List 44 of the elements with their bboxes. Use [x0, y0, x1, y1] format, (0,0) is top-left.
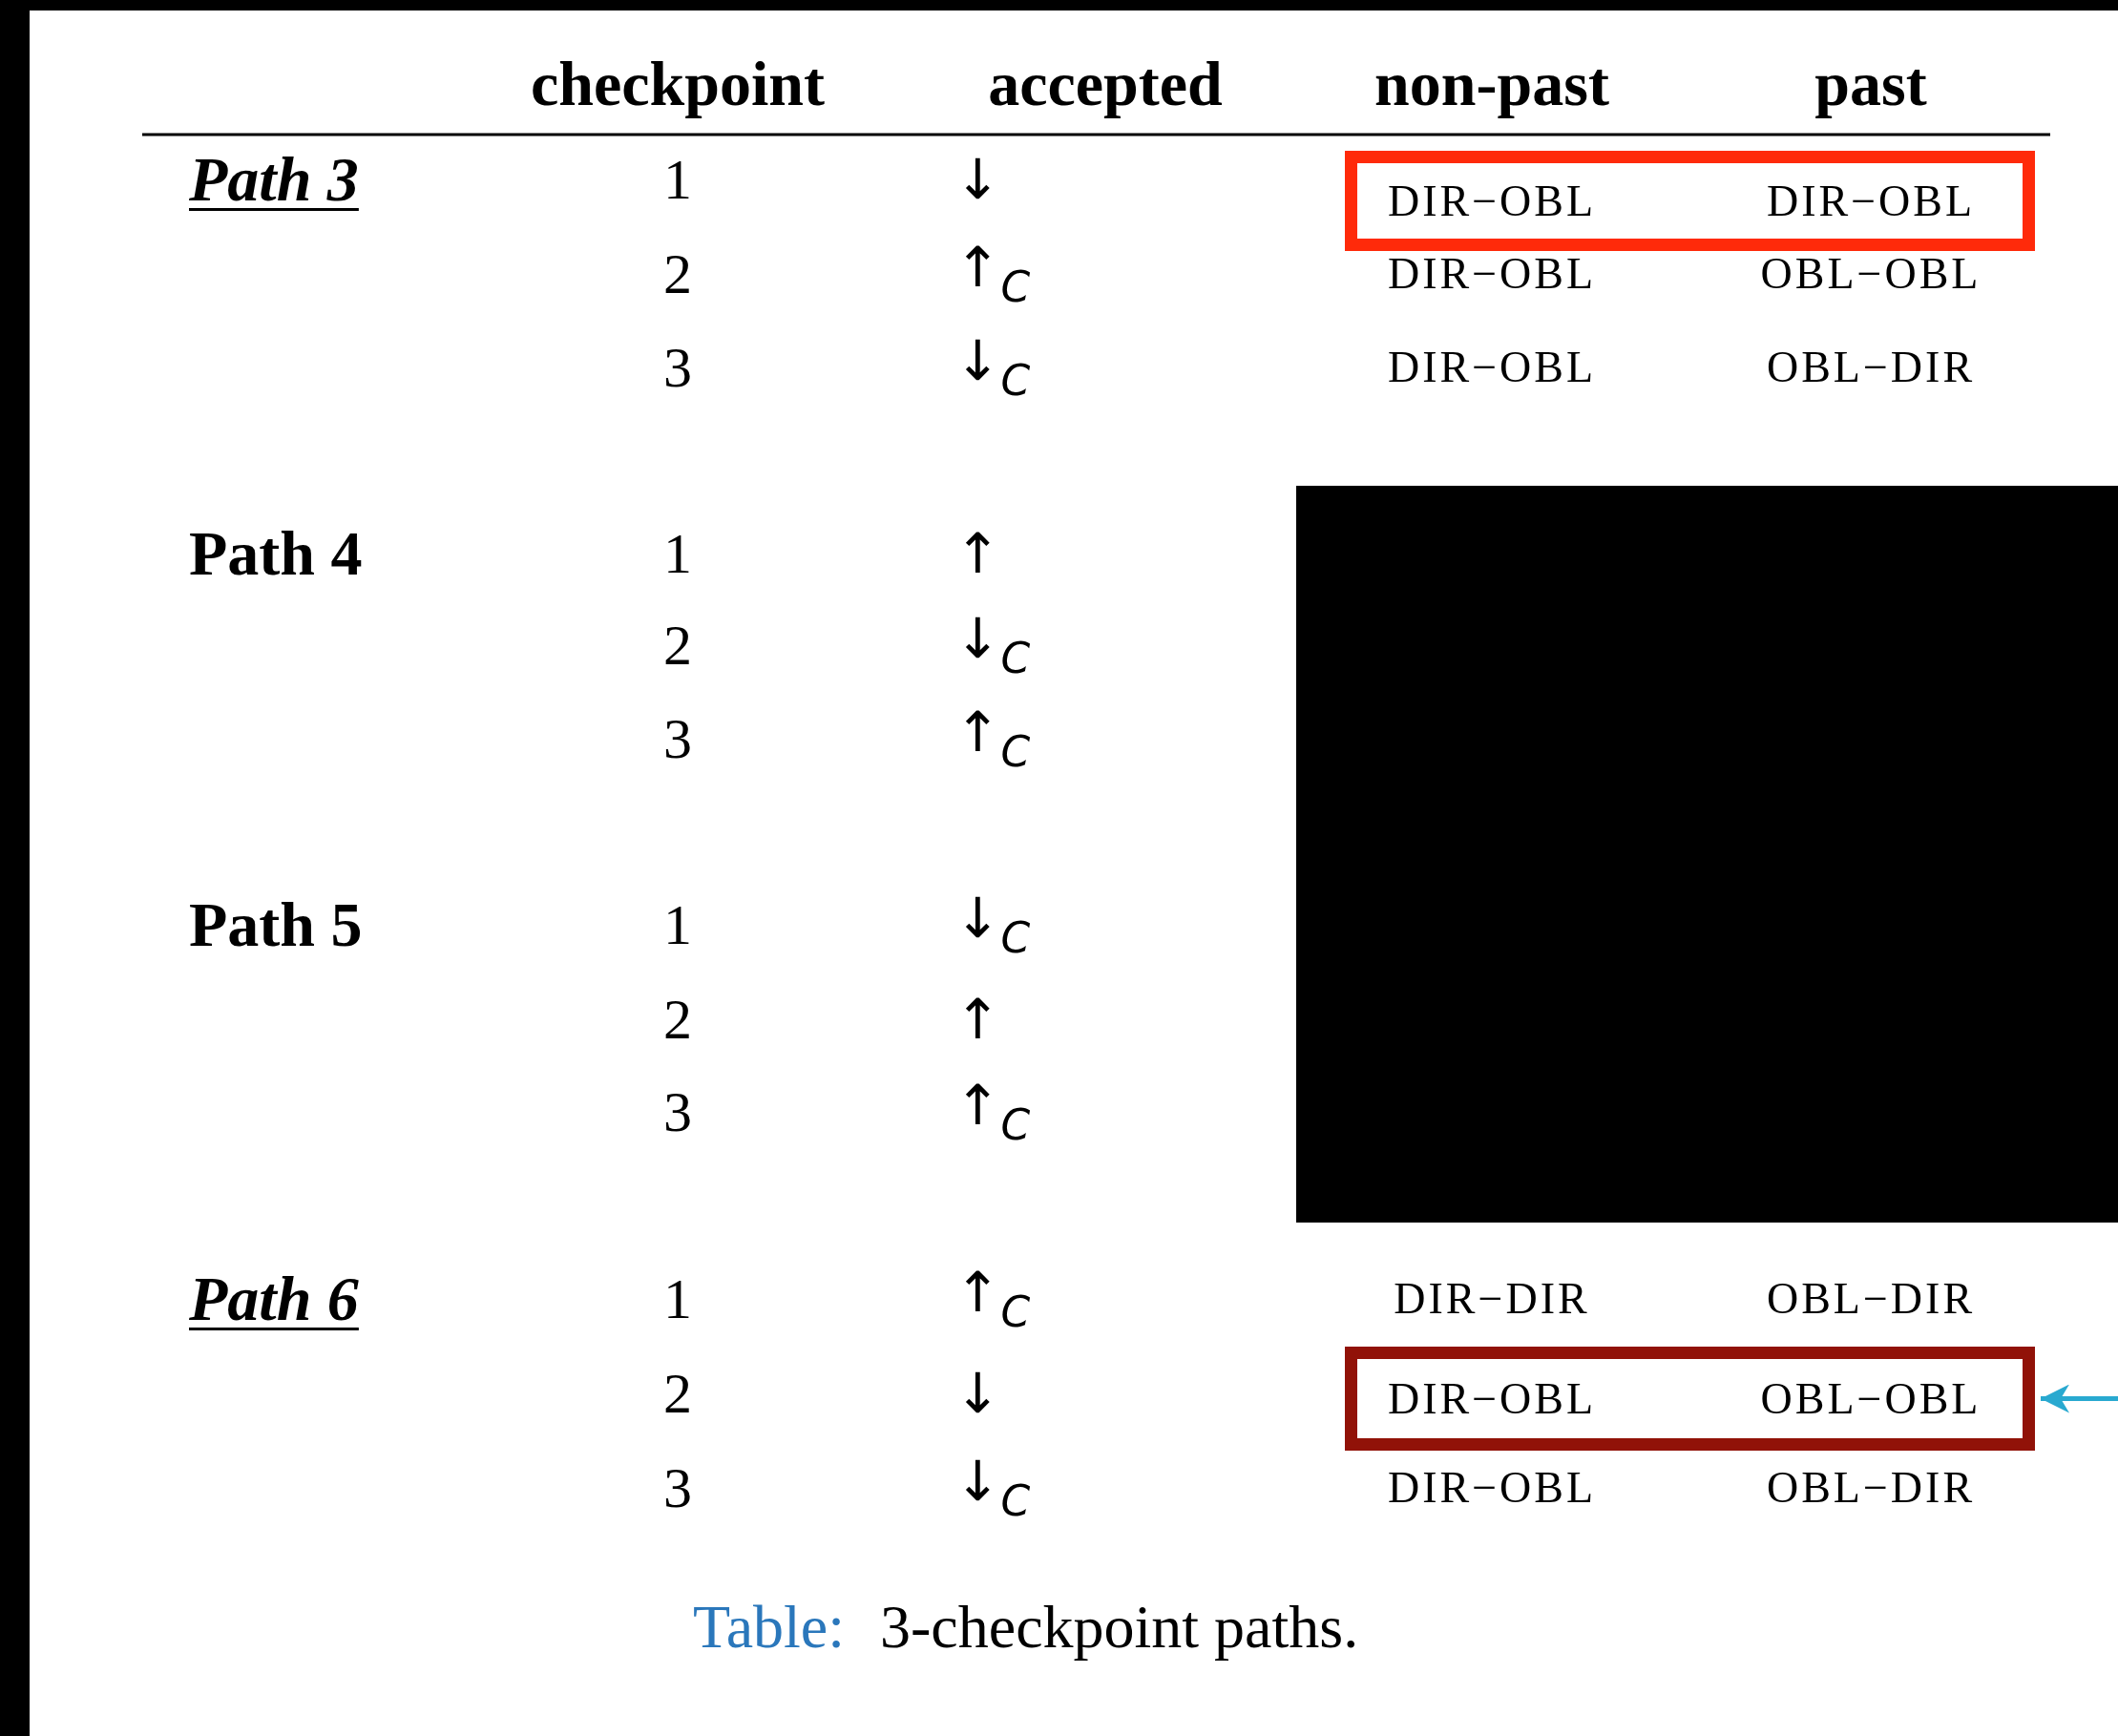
- table-cell: ↑$_{C}$: [954, 704, 1031, 773]
- table-cell: ↑$_{C}$: [954, 1077, 1031, 1146]
- table-cell: 2: [663, 991, 692, 1048]
- table-cell: ↓$_{C}$: [954, 1454, 1031, 1522]
- table-cell: 2: [663, 245, 692, 303]
- table-cell: OBL−DIR: [1766, 1466, 1976, 1510]
- arrow: [2041, 1384, 2118, 1413]
- caption-label: Table:: [693, 1597, 845, 1658]
- table-cell: ↓: [954, 1366, 1001, 1421]
- table-cell: ↑$_{C}$: [954, 240, 1031, 308]
- row-header: Path 6: [189, 1267, 359, 1330]
- row-header: Path 3: [189, 148, 359, 211]
- table-cell: DIR−OBL: [1387, 1466, 1597, 1510]
- table-cell: ↓$_{C}$: [954, 333, 1031, 402]
- table-cell: ↑: [954, 526, 1001, 581]
- row-header: Path 4: [189, 522, 363, 585]
- table-cell: 2: [663, 1365, 692, 1422]
- table-cell: OBL−OBL: [1760, 252, 1982, 296]
- table-cell: 1: [663, 1270, 692, 1328]
- table-cell: ↓: [954, 152, 1001, 207]
- table-cell: DIR−OBL: [1387, 345, 1597, 389]
- table-cell: 1: [663, 525, 692, 582]
- table-cell: ↓$_{C}$: [954, 611, 1031, 680]
- table-cell: DIR−DIR: [1394, 1277, 1590, 1321]
- table-cell: DIR−OBL: [1766, 178, 1976, 223]
- table-cell: OBL−DIR: [1766, 345, 1976, 389]
- table-cell: 3: [663, 339, 692, 396]
- highlight-box: [1345, 151, 2035, 251]
- table-cell: 1: [663, 896, 692, 953]
- table-cell: ↑$_{C}$: [954, 1265, 1031, 1333]
- table-cell: ↓$_{C}$: [954, 890, 1031, 959]
- table-cell: 2: [663, 617, 692, 674]
- table-cell: OBL−DIR: [1766, 1277, 1976, 1321]
- table-cell: 3: [663, 1083, 692, 1140]
- table-cell: DIR−OBL: [1387, 178, 1597, 223]
- table-cell: ↑: [954, 992, 1001, 1047]
- table-cell: DIR−OBL: [1387, 252, 1597, 296]
- highlight-box: [1345, 1347, 2035, 1451]
- table-cell: 3: [663, 1459, 692, 1516]
- table-cell: 1: [663, 151, 692, 208]
- table-cell: 3: [663, 710, 692, 767]
- table-cell: OBL−OBL: [1760, 1376, 1982, 1421]
- row-header: Path 5: [189, 893, 363, 956]
- table-cell: DIR−OBL: [1387, 1376, 1597, 1421]
